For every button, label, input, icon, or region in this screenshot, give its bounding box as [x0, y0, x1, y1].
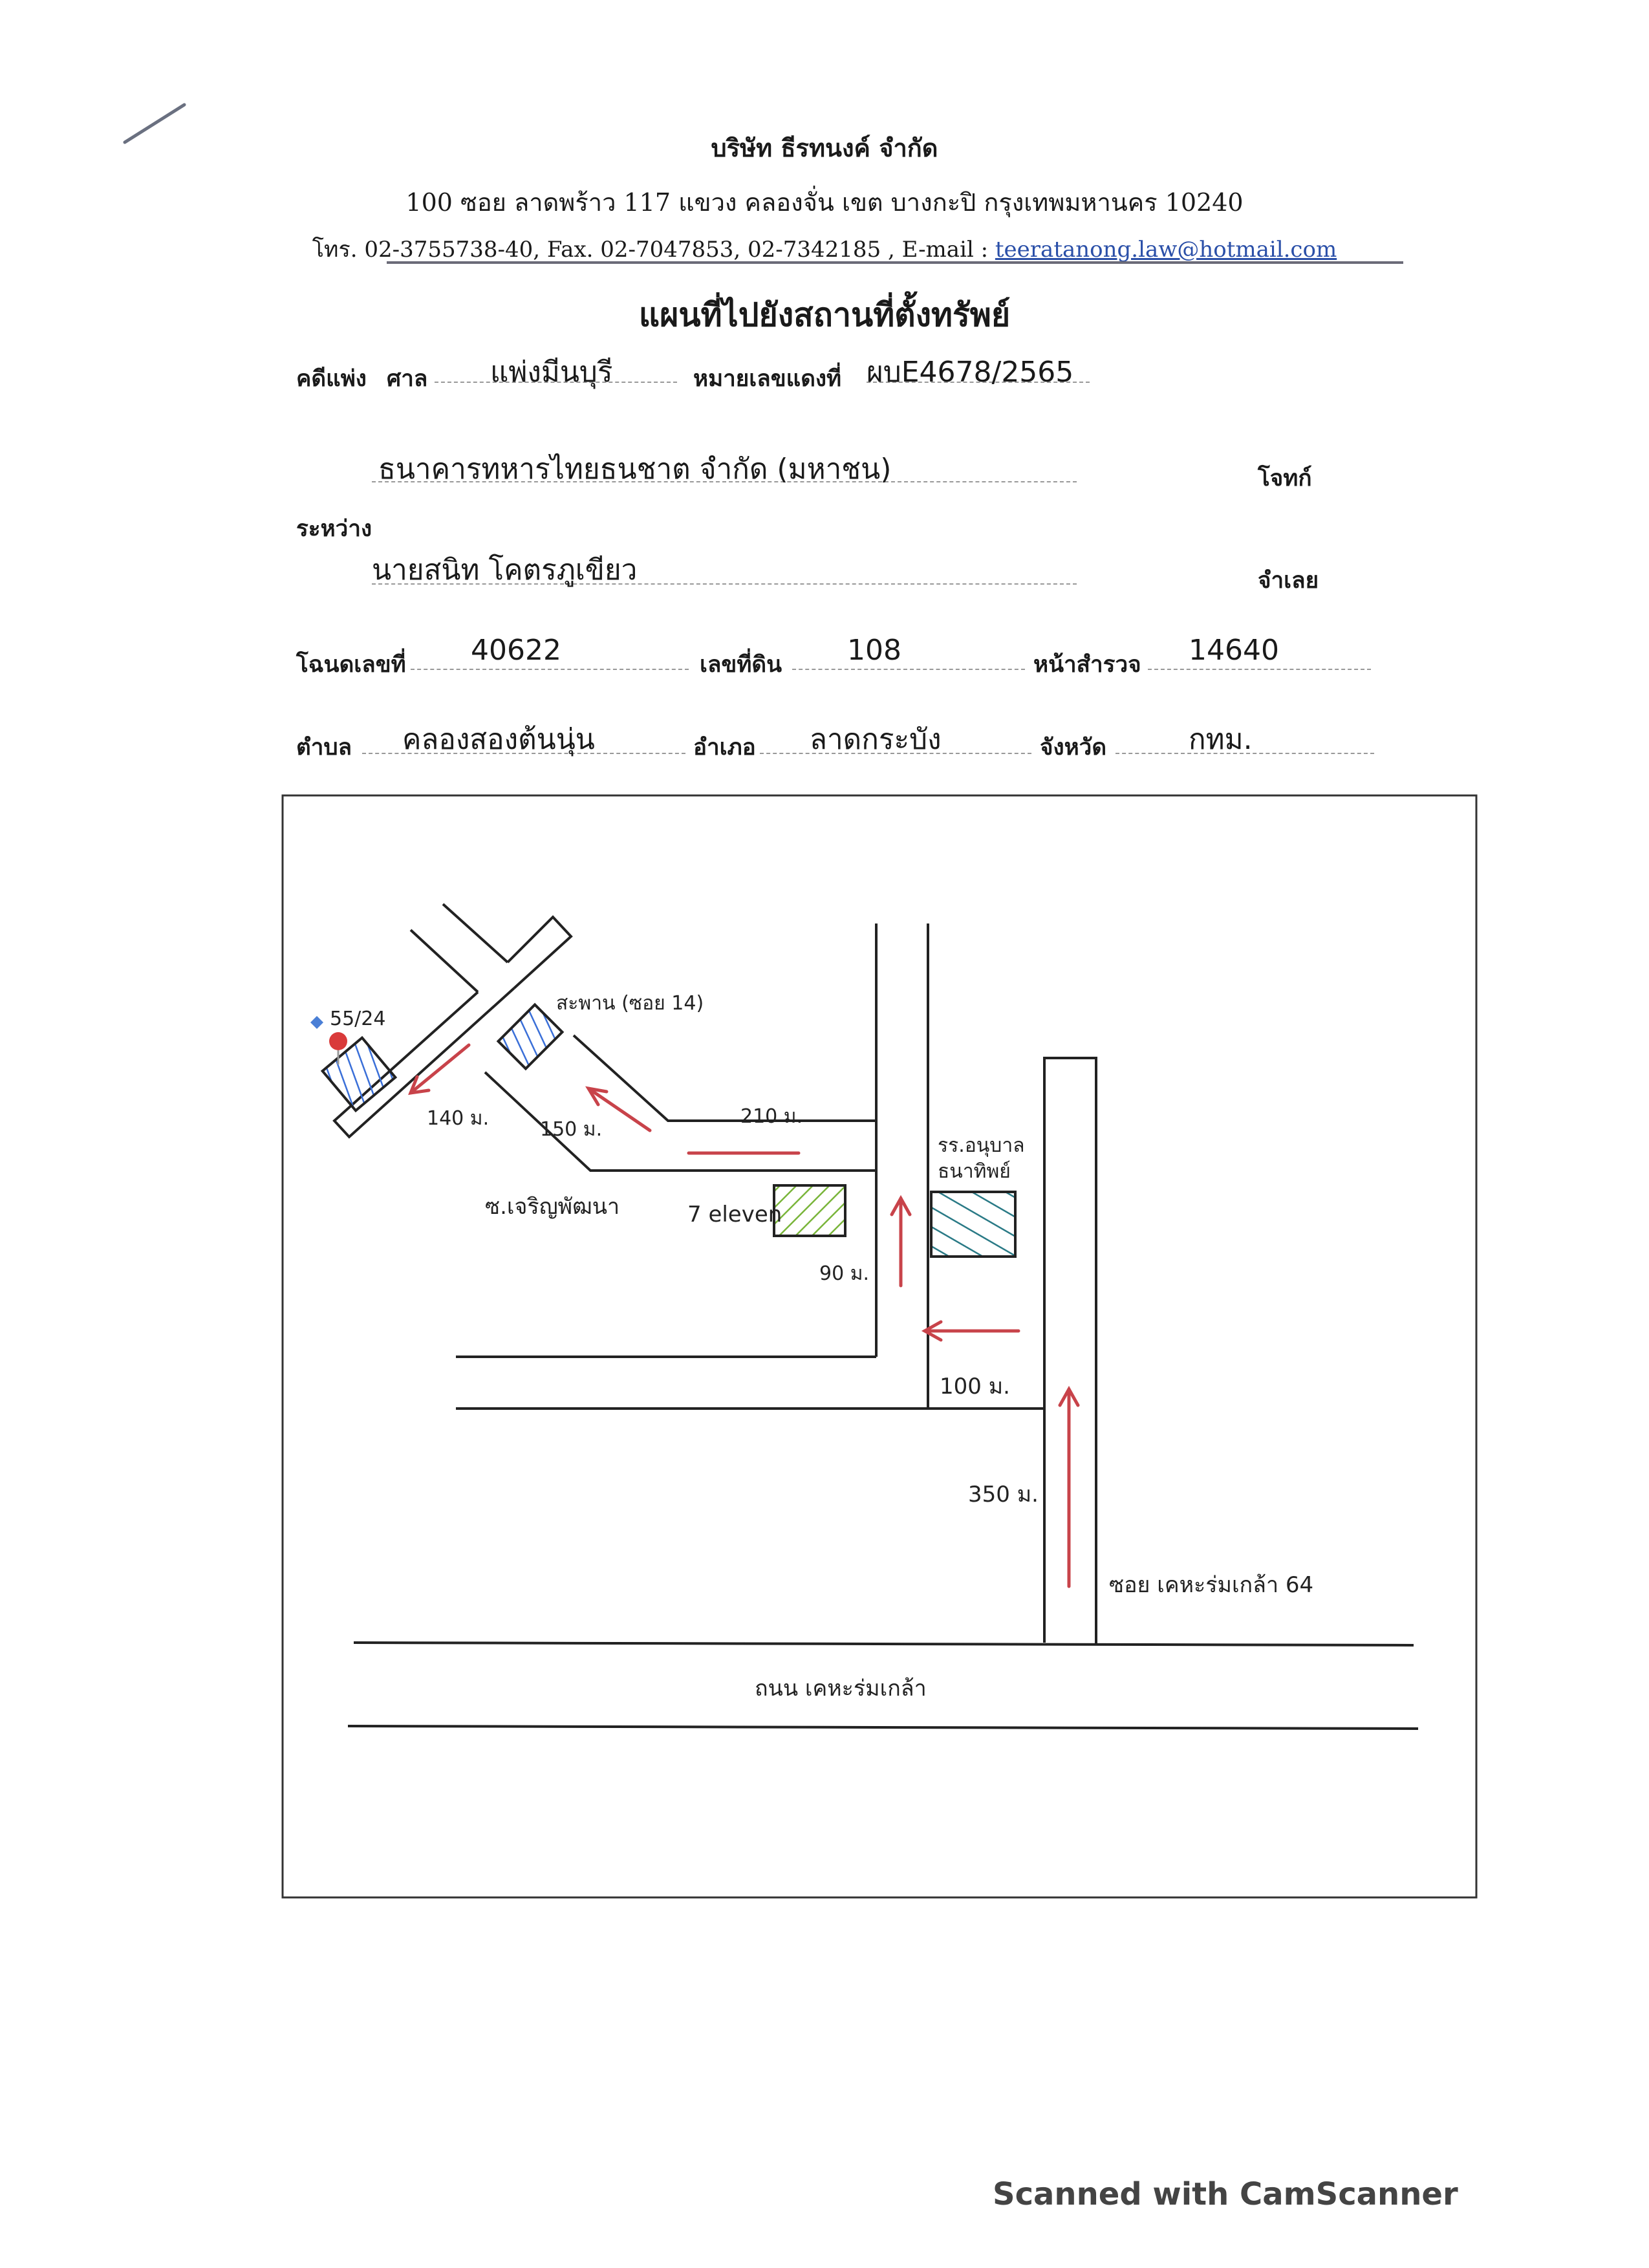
- company-name: บริษัท ธีรทนงค์ จำกัด: [711, 133, 938, 162]
- main-road-bottom-edge: [347, 1725, 1419, 1730]
- defendant-underline: [372, 583, 1077, 585]
- land-number-value: 108: [847, 634, 901, 667]
- plaintiff-underline: [372, 481, 1077, 482]
- plaintiff-label: โจทก์: [1258, 465, 1312, 491]
- school-label-line2: ธนาทิพย์: [938, 1160, 1011, 1183]
- plaintiff-value: ธนาคารทหารไทยธนชาต จำกัด (มหาชน): [378, 453, 892, 486]
- diamond-marker-icon: [310, 1016, 323, 1029]
- deed-number-underline: [411, 669, 689, 670]
- distance-210-label: 210 ม.: [740, 1105, 803, 1128]
- seven-eleven-label: 7 eleven: [687, 1202, 782, 1227]
- defendant-label: จำเลย: [1258, 567, 1319, 594]
- province-underline: [1116, 753, 1374, 754]
- property-number-label: 55/24: [330, 1008, 386, 1030]
- land-number-underline: [792, 669, 1025, 670]
- cross-road-c: [332, 987, 515, 1139]
- court-label: ศาล: [387, 365, 428, 392]
- document-title: แผนที่ไปยังสถานที่ตั้งทรัพย์: [638, 296, 1011, 334]
- land-number-label: เลขที่ดิน: [700, 651, 782, 678]
- location-map: 55/24 สะพาน (ซอย 14) 140 ม. 150 ม. 210 ม…: [281, 794, 1478, 1899]
- property-block: [320, 1035, 398, 1113]
- survey-page-underline: [1148, 669, 1371, 670]
- court-underline: [435, 382, 677, 383]
- distance-90-label: 90 ม.: [819, 1262, 870, 1285]
- company-contact: โทร. 02-3755738-40, Fax. 02-7047853, 02-…: [0, 232, 1649, 266]
- distance-100-label: 100 ม.: [940, 1374, 1010, 1399]
- route-arrows: [408, 1043, 1080, 1588]
- diagonal-road-upper: [572, 1034, 876, 1122]
- district-underline: [760, 753, 1031, 754]
- cross-road-d: [506, 915, 573, 989]
- between-label: ระหว่าง: [296, 515, 372, 542]
- soi-keha-64-label: ซอย เคหะร่มเกล้า 64: [1109, 1572, 1314, 1598]
- map-border: [281, 794, 1478, 1899]
- main-road-top-edge: [353, 1641, 1414, 1647]
- school-block: [930, 1191, 1017, 1258]
- soi-charoen-label: ซ.เจริญพัฒนา: [485, 1194, 620, 1220]
- location-pin-icon: [329, 1032, 347, 1050]
- survey-page-value: 14640: [1189, 634, 1279, 667]
- distance-350-label: 350 ม.: [968, 1482, 1039, 1507]
- red-case-number-label: หมายเลขแดงที่: [693, 365, 842, 392]
- distance-140-label: 140 ม.: [427, 1107, 490, 1130]
- province-value: กทม.: [1189, 723, 1253, 756]
- case-type-label: คดีแพ่ง: [296, 365, 367, 392]
- pen-mark-icon: [123, 103, 186, 144]
- soi-64-road: [1043, 1057, 1097, 1644]
- map-drawing: [281, 794, 1478, 1899]
- defendant-value: นายสนิท โคตรภูเขียว: [372, 554, 638, 587]
- contact-numbers: โทร. 02-3755738-40, Fax. 02-7047853, 02-…: [312, 237, 995, 263]
- company-address: 100 ซอย ลาดพร้าว 117 แขวง คลองจั่น เขต บ…: [405, 188, 1244, 217]
- red-case-number-underline: [867, 382, 1090, 383]
- distance-150-label: 150 ม.: [540, 1118, 603, 1141]
- main-road-label: ถนน เคหะร่มเกล้า: [755, 1676, 927, 1701]
- deed-number-label: โฉนดเลขที่: [296, 651, 406, 678]
- subdistrict-label: ตำบล: [296, 734, 352, 761]
- deed-number-value: 40622: [471, 634, 561, 667]
- bridge-block: [496, 1002, 565, 1071]
- school-label-line1: รร.อนุบาล: [938, 1134, 1025, 1157]
- red-case-number-value: ผบE4678/2565: [867, 356, 1074, 389]
- bridge-label: สะพาน (ซอย 14): [556, 992, 704, 1015]
- email-link[interactable]: teeratanong.law@hotmail.com: [995, 237, 1337, 263]
- district-label: อำเภอ: [693, 734, 756, 761]
- subdistrict-value: คลองสองต้นนุ่น: [402, 723, 595, 756]
- connecting-road-left-edge: [484, 1071, 878, 1357]
- subdistrict-underline: [362, 753, 685, 754]
- survey-page-label: หน้าสำรวจ: [1033, 651, 1141, 678]
- cross-road-b: [442, 903, 509, 964]
- cross-road-a: [409, 929, 479, 993]
- district-value: ลาดกระบัง: [810, 723, 942, 756]
- province-label: จังหวัด: [1040, 734, 1107, 761]
- letterhead-divider: [387, 261, 1403, 264]
- scanner-watermark: Scanned with CamScanner: [993, 2176, 1458, 2212]
- seven-eleven-block: [773, 1184, 846, 1237]
- court-value: แพ่งมีนบุรี: [490, 356, 613, 389]
